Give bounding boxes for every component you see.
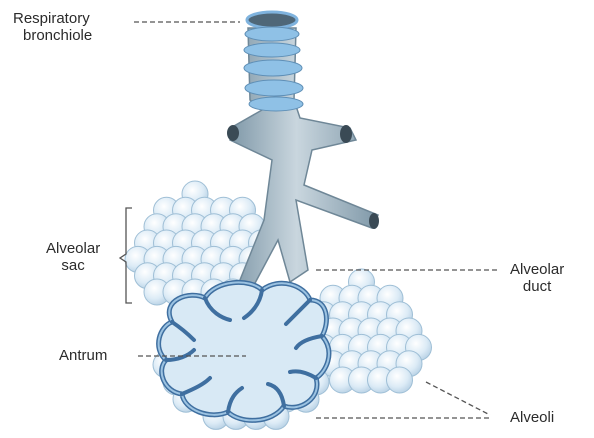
label-line: duct	[510, 278, 564, 295]
ring	[245, 80, 303, 96]
label-alveolar-sac: Alveolar sac	[46, 240, 100, 274]
label-line: sac	[46, 257, 100, 274]
ring	[245, 27, 299, 41]
alveolus	[387, 367, 413, 393]
label-line: Alveolar	[510, 261, 564, 278]
branch-opening-right	[340, 125, 352, 143]
label-line: bronchiole	[13, 27, 92, 44]
label-line: Alveolar	[46, 240, 100, 257]
ring	[249, 97, 303, 111]
antrum-section	[159, 282, 329, 420]
label-antrum: Antrum	[59, 347, 107, 364]
label-line: Respiratory	[13, 10, 92, 27]
label-respiratory-bronchiole: Respiratory bronchiole	[13, 10, 92, 44]
branch-opening-left	[227, 125, 239, 141]
branch-opening-lower	[369, 213, 379, 229]
bronchiole-opening	[247, 12, 297, 28]
ring	[244, 60, 302, 76]
label-alveolar-duct: Alveolar duct	[510, 261, 564, 295]
ring	[244, 43, 300, 57]
label-alveoli: Alveoli	[510, 409, 554, 426]
leader-alveoli-upper	[426, 382, 490, 415]
